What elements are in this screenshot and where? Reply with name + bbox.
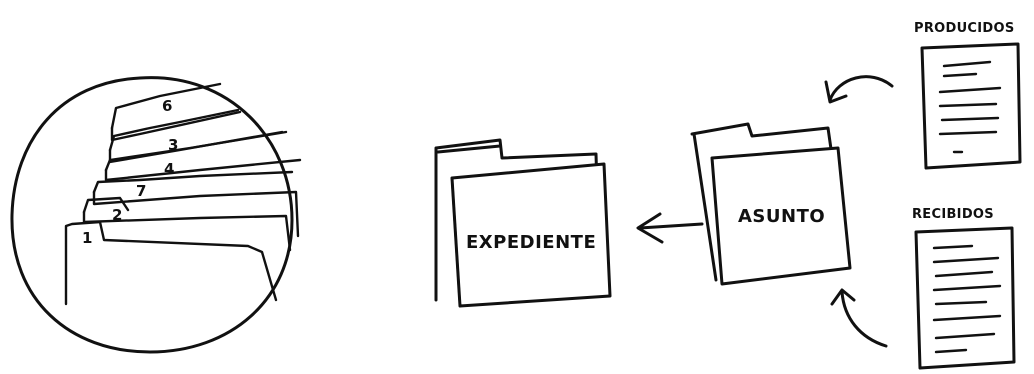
producidos-document [922,44,1020,168]
recibidos-document [916,228,1014,368]
recibidos-group: RECIBIDOS [912,207,1014,368]
expediente-label: EXPEDIENTE [466,232,596,253]
tab-7-label: 7 [136,182,146,200]
recibidos-label: RECIBIDOS [912,207,994,222]
expediente-folder: EXPEDIENTE [436,140,610,306]
producidos-label: PRODUCIDOS [914,21,1015,36]
arrow-producidos-to-asunto [826,77,892,102]
tab-3-label: 3 [168,136,178,154]
producidos-group: PRODUCIDOS [914,21,1020,168]
tab-2-label: 2 [112,206,122,224]
stacked-folders [66,84,300,304]
asunto-label: ASUNTO [738,206,825,227]
detail-circle [12,78,292,352]
arrow-recibidos-to-asunto [832,290,886,346]
tab-1-label: 1 [82,229,92,247]
tab-6-label: 6 [162,97,172,115]
arrow-asunto-to-expediente [638,214,702,242]
folder-stack-detail: 1 2 7 4 3 6 [12,78,300,352]
asunto-folder: ASUNTO [692,124,850,284]
tab-4-label: 4 [164,160,174,178]
